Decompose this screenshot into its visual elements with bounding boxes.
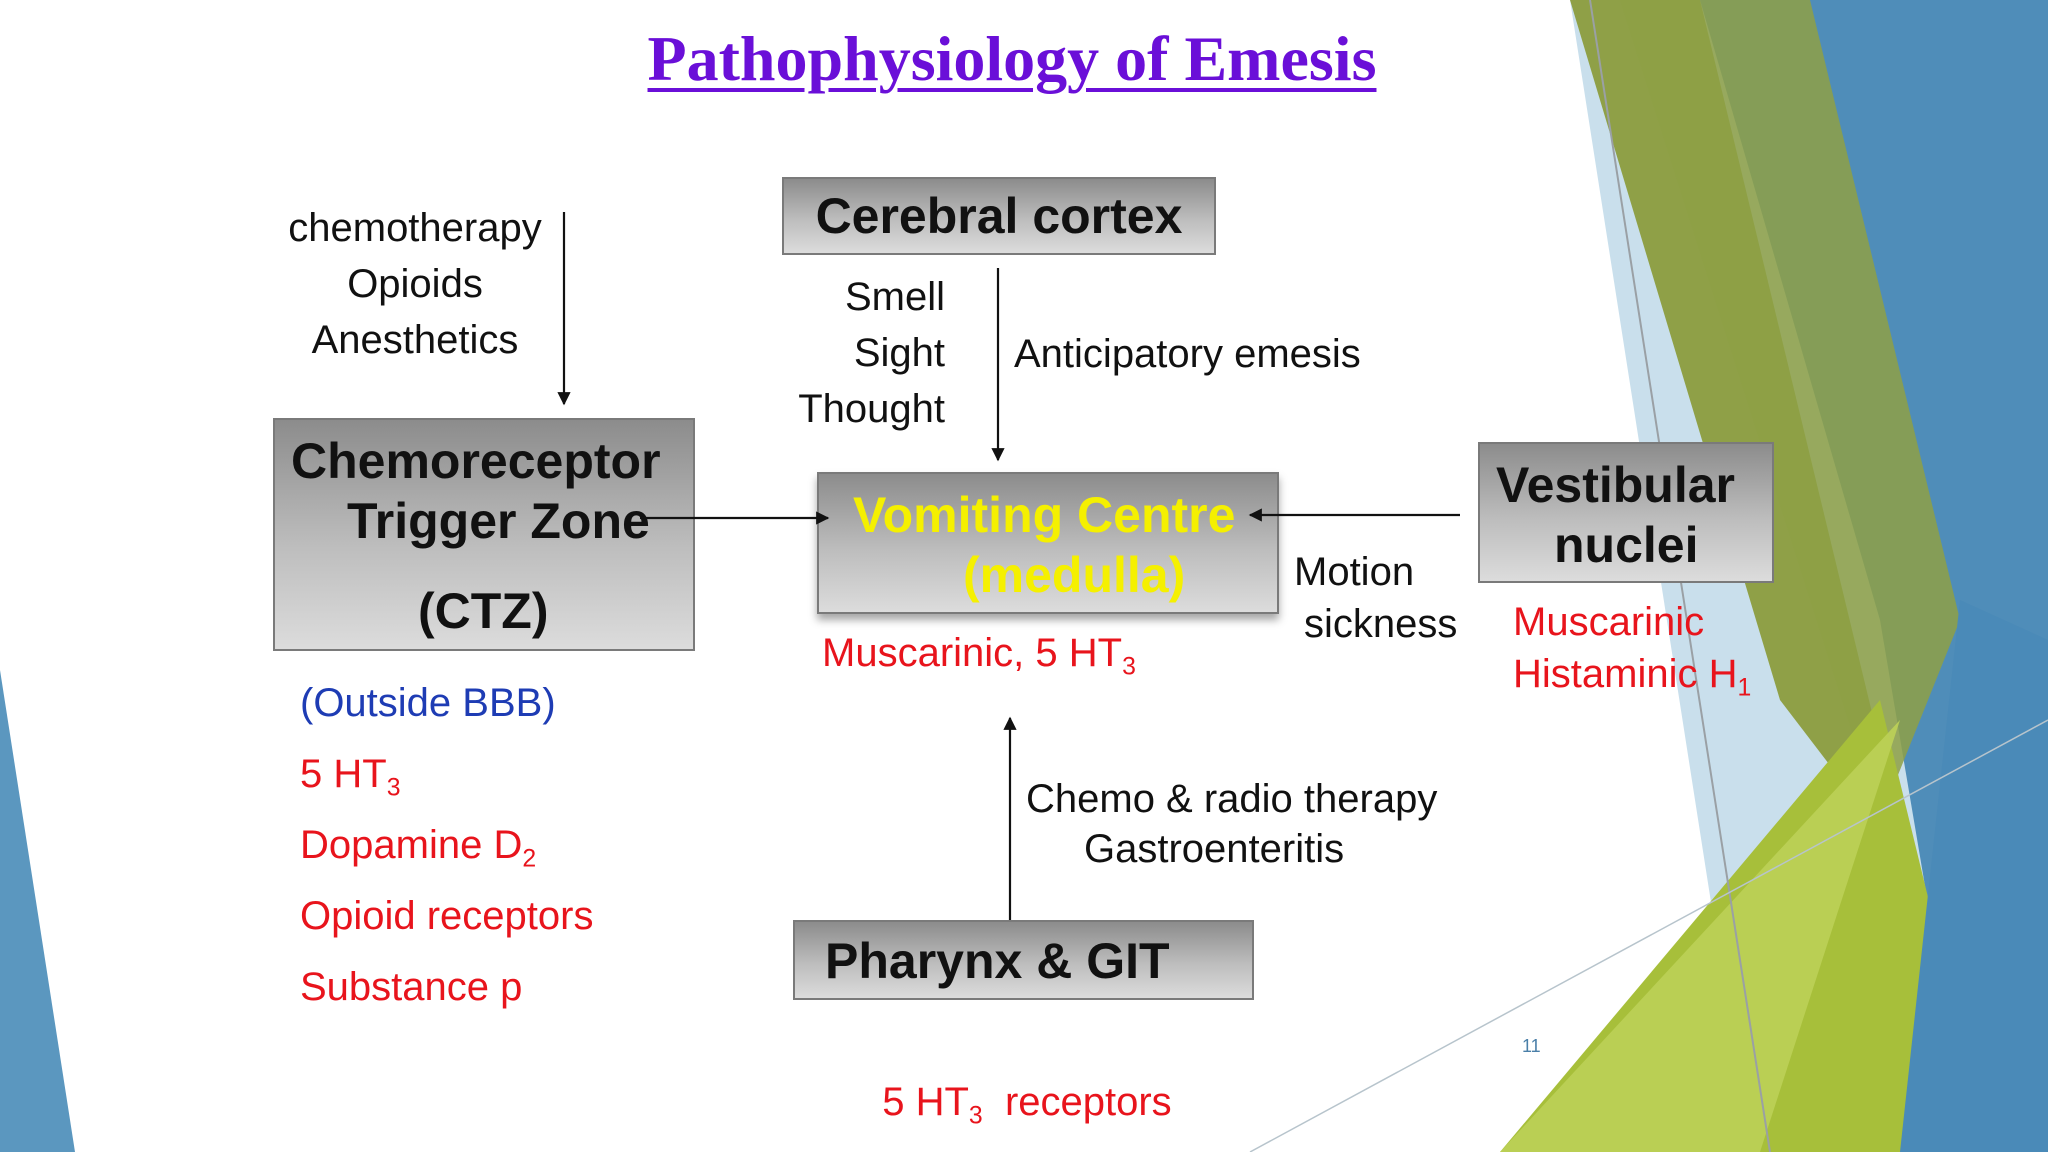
ctz-inputs-list: chemotherapy Opioids Anesthetics <box>270 200 560 368</box>
ctz-receptor-dopamine-text: Dopamine D <box>300 823 523 867</box>
motion-sickness-line1: Motion <box>1294 550 1415 594</box>
left-blue-triangle <box>0 670 75 1152</box>
ctz-receptor-5ht3: 5 HT3 <box>300 739 593 810</box>
chemo-radio-line1: Chemo & radio therapy <box>1026 777 1438 821</box>
vestibular-line1: Vestibular <box>1496 457 1735 513</box>
chemo-radio-label: Chemo & radio therapy Gastroenteritis <box>1026 774 1437 874</box>
vestibular-histaminic-text: Histaminic H <box>1513 652 1738 696</box>
anticipatory-emesis-label: Anticipatory emesis <box>1014 332 1361 376</box>
ctz-input-item: chemotherapy <box>288 206 542 250</box>
ctz-input-item: Anesthetics <box>311 318 519 362</box>
outside-bbb-label: (Outside BBB) <box>300 681 556 725</box>
vomiting-centre-line1: Vomiting Centre <box>853 487 1236 543</box>
page-title: Pathophysiology of Emesis <box>647 23 1377 94</box>
ctz-receptor-dopamine: Dopamine D2 <box>300 810 593 881</box>
ctz-receptor-substance-p: Substance p <box>300 965 523 1009</box>
cortex-input-item: Sight <box>853 331 945 375</box>
vestibular-histaminic-sub: 1 <box>1737 674 1752 702</box>
vc-receptors-text: Muscarinic, 5 HT <box>822 631 1123 675</box>
chemo-radio-line2: Gastroenteritis <box>1084 827 1345 871</box>
cortex-input-item: Thought <box>798 387 945 431</box>
vomiting-centre-receptors: Muscarinic, 5 HT3 <box>822 625 1136 681</box>
ctz-receptor-dopamine-sub: 2 <box>522 845 537 873</box>
vomiting-centre-line2: (medulla) <box>963 547 1186 603</box>
vestibular-receptors: Muscarinic Histaminic H1 <box>1513 596 1752 702</box>
thin-diagonal-line-2 <box>1249 719 2048 1152</box>
ctz-receptor-5ht3-sub: 3 <box>386 774 401 802</box>
cerebral-cortex-label: Cerebral cortex <box>815 188 1183 244</box>
pharynx-receptors-text: 5 HT <box>882 1080 969 1124</box>
bottom-blue-triangle <box>1900 600 2048 1152</box>
pharynx-receptors: 5 HT3 receptors <box>860 1018 1172 1130</box>
ctz-label-line3: (CTZ) <box>418 583 549 639</box>
bottom-lime-light <box>1500 720 1900 1152</box>
right-green-band <box>1570 0 1910 870</box>
vestibular-receptor-muscarinic: Muscarinic <box>1513 600 1705 644</box>
ctz-receptor-opioid: Opioid receptors <box>300 894 594 938</box>
motion-sickness-label: Motion sickness <box>1294 546 1457 650</box>
cortex-input-item: Smell <box>844 275 945 319</box>
ctz-box: Chemoreceptor Trigger Zone (CTZ) <box>273 418 695 651</box>
vestibular-nuclei-box: Vestibular nuclei <box>1478 442 1774 583</box>
pharynx-receptors-suffix: receptors <box>982 1080 1172 1124</box>
motion-sickness-line2: sickness <box>1304 602 1458 646</box>
pharynx-receptors-sub: 3 <box>968 1102 983 1130</box>
ctz-receptor-5ht3-text: 5 HT <box>300 752 387 796</box>
vomiting-centre-box: Vomiting Centre (medulla) <box>817 472 1279 614</box>
pharynx-git-label: Pharynx & GIT <box>825 933 1170 989</box>
cortex-inputs-list: Smell Sight Thought <box>740 269 945 437</box>
right-green-overlay <box>1620 0 1960 820</box>
ctz-receptors-list: (Outside BBB) 5 HT3 Dopamine D2 Opioid r… <box>300 668 593 1023</box>
ctz-label-line1: Chemoreceptor <box>291 433 661 489</box>
pharynx-git-box: Pharynx & GIT <box>793 920 1254 1000</box>
vestibular-receptor-histaminic: Histaminic H1 <box>1513 648 1752 702</box>
cerebral-cortex-box: Cerebral cortex <box>782 177 1216 255</box>
vc-receptors-sub: 3 <box>1122 653 1136 681</box>
slide-number: 11 <box>1522 1036 1541 1056</box>
ctz-input-item: Opioids <box>347 262 483 306</box>
ctz-label-line2: Trigger Zone <box>347 493 650 549</box>
vestibular-line2: nuclei <box>1554 517 1699 573</box>
